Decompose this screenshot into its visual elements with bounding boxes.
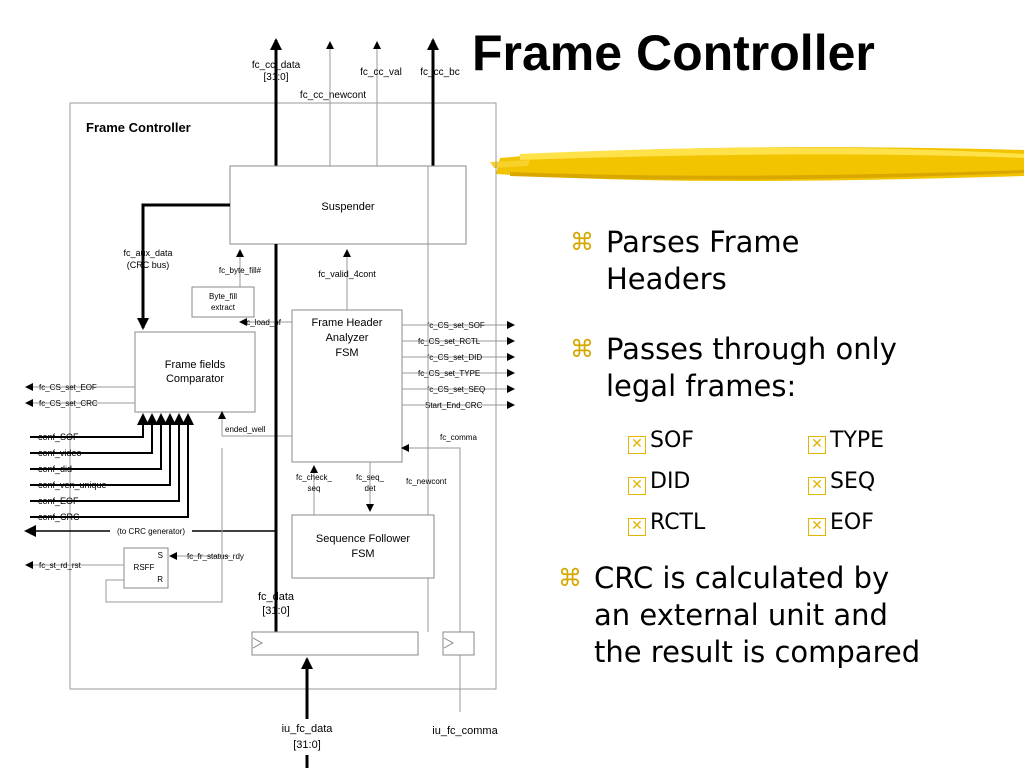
fha-label-3: FSM	[335, 347, 358, 359]
bullet-parses: ⌘ Parses Frame Headers	[570, 225, 800, 296]
ended-well-label: ended_well	[225, 425, 266, 434]
iu-fc-data-label: iu_fc_data	[282, 723, 334, 735]
fc-comma-label: fc_comma	[440, 433, 477, 442]
slide-title: Frame Controller	[472, 25, 875, 81]
sub-item-seq: ✕SEQ	[808, 468, 875, 496]
conf-input-labels: conf_SOF conf_video conf_did conf_ven_un…	[38, 432, 107, 522]
rsff-s-label: S	[158, 551, 163, 560]
left-outputs: fc_CS_set_EOF fc_CS_set_CRC	[25, 383, 135, 408]
fc-check-seq-label-1: fc_check_	[296, 473, 333, 482]
byte-fill-label-1: Byte_fill	[209, 292, 237, 301]
sub-item-eof: ✕EOF	[808, 509, 874, 537]
fc-cc-val-label: fc_cc_val	[360, 67, 402, 78]
bullet-glyph-icon: ⌘	[570, 335, 594, 363]
fc-data-label: fc_data	[258, 591, 295, 603]
rsff-r-label: R	[157, 575, 163, 584]
conf-eof-label: conf_EOF	[38, 496, 79, 506]
byte-fill-label-2: extract	[211, 303, 236, 312]
frame-controller-box	[69, 102, 497, 690]
checkbox-x-icon: ✕	[628, 518, 646, 536]
fc-data-width: [31:0]	[262, 605, 290, 617]
fc-newcont-label: fc_newcont	[406, 477, 447, 486]
conf-did-label: conf_did	[38, 464, 72, 474]
out-cs-set-sof: fc_CS_set_SOF	[427, 321, 485, 330]
fc-cc-bc-label: fc_cc_bc	[420, 67, 459, 78]
fha-label-2: Analyzer	[326, 332, 369, 344]
iu-fc-comma-label: iu_fc_comma	[432, 725, 498, 737]
fc-seq-det-label-1: fc_seq_	[356, 473, 385, 482]
checkbox-x-icon: ✕	[628, 436, 646, 454]
conf-crc-label: conf_CRC	[38, 512, 80, 522]
fc-valid-4cont-label: fc_valid_4cont	[318, 269, 376, 279]
out-cs-set-did: fc_CS_set_DID	[427, 353, 482, 362]
comma-register	[442, 631, 475, 656]
bullet-passes: ⌘ Passes through only legal frames:	[570, 332, 897, 403]
frame-controller-diagram: Frame Controller fc_cc_data [31:0] fc_cc…	[24, 38, 515, 768]
sub-item-type: ✕TYPE	[808, 427, 884, 455]
right-outputs: fc_CS_set_SOF fc_CS_set_RCTL fc_CS_set_D…	[402, 321, 515, 410]
out-cs-set-seq: fc_CS_set_SEQ	[427, 385, 485, 394]
fc-aux-data-sub: (CRC bus)	[127, 260, 170, 270]
frame-fields-comparator-block	[134, 331, 256, 413]
rsff-block	[123, 547, 169, 589]
sub-item-sof: ✕SOF	[628, 427, 694, 455]
brush-stroke-decoration	[490, 147, 1024, 181]
sub-item-rctl: ✕RCTL	[628, 509, 705, 537]
conf-sof-label: conf_SOF	[38, 432, 79, 442]
frame-header-analyzer-block	[291, 309, 403, 463]
fc-check-seq-label-2: seq	[308, 484, 321, 493]
conf-inputs	[30, 413, 194, 518]
fc-fr-status-rdy-label: fc_fr_status_rdy	[187, 552, 244, 561]
suspender-label: Suspender	[321, 201, 375, 213]
rsff-label: RSFF	[134, 563, 155, 572]
conf-video-label: conf_video	[38, 448, 82, 458]
fc-aux-data-label: fc_aux_data	[123, 248, 172, 258]
conf-ven-unique-label: conf_ven_unique	[38, 480, 107, 490]
out-cs-set-eof: fc_CS_set_EOF	[39, 383, 97, 392]
out-cs-set-crc: fc_CS_set_CRC	[39, 399, 98, 408]
bullet-glyph-icon: ⌘	[558, 564, 582, 592]
sequence-follower-block	[291, 514, 435, 579]
out-cs-set-type: fc_CS_set_TYPE	[418, 369, 480, 378]
to-crc-generator-label: (to CRC generator)	[117, 527, 185, 536]
suspender-block	[229, 165, 467, 245]
fc-st-rd-rst-label: fc_st_rd_rst	[39, 561, 82, 570]
fc-load-bf-label: fc_load_bf	[244, 318, 282, 327]
bullet-crc: ⌘ CRC is calculated by an external unit …	[558, 561, 921, 669]
fc-seq-det-label-2: det	[364, 484, 376, 493]
data-register	[251, 631, 419, 656]
ffc-label-1: Frame fields	[165, 359, 226, 371]
checkbox-x-icon: ✕	[808, 436, 826, 454]
frame-controller-box-title: Frame Controller	[86, 120, 191, 135]
bullet-glyph-icon: ⌘	[570, 228, 594, 256]
checkbox-x-icon: ✕	[808, 477, 826, 495]
checkbox-x-icon: ✕	[808, 518, 826, 536]
fc-cc-newcont-label: fc_cc_newcont	[300, 90, 366, 101]
iu-fc-data-width: [31:0]	[293, 739, 321, 751]
seq-label-2: FSM	[351, 548, 374, 560]
fc-cc-data-label: fc_cc_data	[252, 60, 301, 71]
fc-cc-data-width: [31:0]	[263, 72, 288, 83]
out-cs-set-rctl: fc_CS_set_RCTL	[418, 337, 481, 346]
seq-label-1: Sequence Follower	[316, 533, 411, 545]
sub-item-did: ✕DID	[628, 468, 690, 496]
byte-fill-extract-block	[191, 286, 255, 318]
out-start-end-crc: Start_End_CRC	[425, 401, 483, 410]
fha-label-1: Frame Header	[312, 317, 383, 329]
fc-byte-fill-label: fc_byte_fill#	[219, 266, 262, 275]
ffc-label-2: Comparator	[166, 373, 224, 385]
checkbox-x-icon: ✕	[628, 477, 646, 495]
